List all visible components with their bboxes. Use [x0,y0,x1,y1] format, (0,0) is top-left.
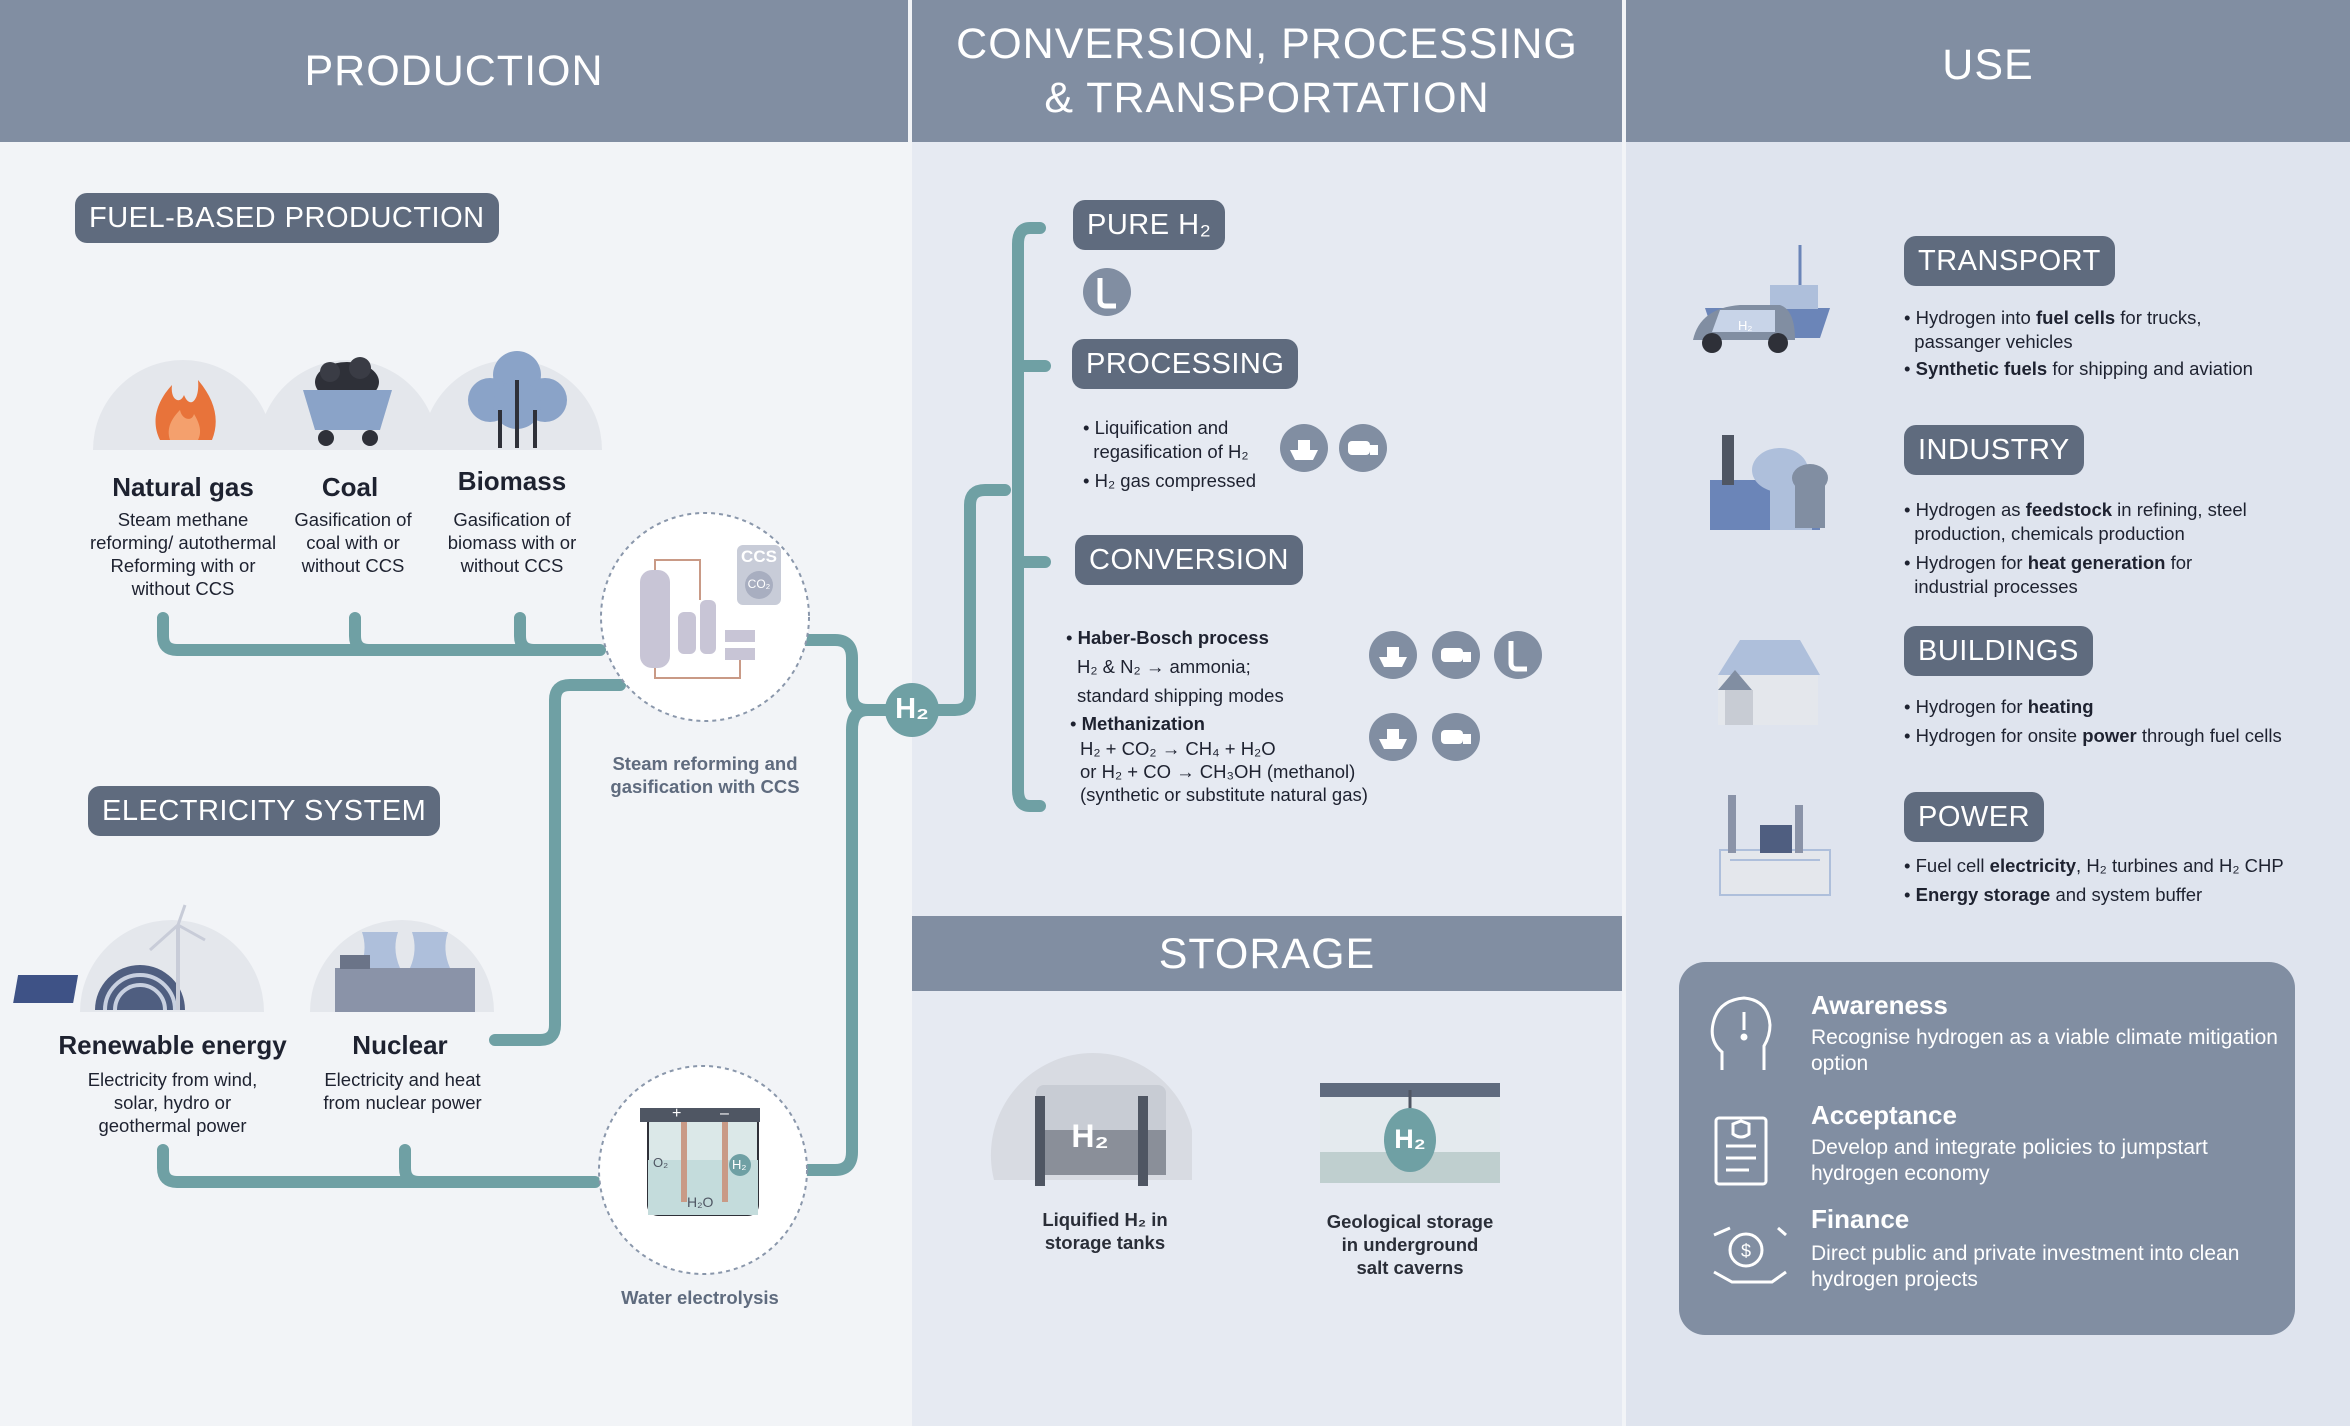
hub-label: H₂ [895,693,929,725]
steam-reforming-caption: Steam reforming and gasification with CC… [610,753,800,797]
pipe-icon [1083,268,1131,316]
electrolysis-icon [640,1108,760,1216]
methanization-line-2: or H₂ + CO → CH₃OH (methanol) [1080,761,1356,782]
storage-header: STORAGE [912,916,1622,991]
minus-label: – [720,1105,729,1122]
nuclear-desc: Electricity and heat from nuclear power [323,1069,482,1113]
natural-gas-desc: Steam methane reforming/ autothermal Ref… [89,509,277,599]
pipes [157,222,1051,1188]
industry-pill: INDUSTRY [1904,425,2084,475]
power-pill: POWER [1904,792,2045,842]
buildings-icon [1718,640,1820,725]
power-plant-icon [1719,795,1831,896]
car-h2-label: H₂ [1738,318,1753,333]
industry-bullet-1: • Hydrogen as feedstock in refining, ste… [1904,499,2247,544]
o2-label: O₂ [653,1155,669,1170]
finance-desc: Direct public and private investment int… [1811,1242,2240,1291]
finance-title: Finance [1811,1204,1910,1234]
transport-pill: TRANSPORT [1904,236,2115,286]
pipe-icon [1494,631,1542,679]
nuclear-title: Nuclear [352,1030,448,1060]
electrolysis-caption: Water electrolysis [621,1287,779,1308]
biomass-desc: Gasification of biomass with or without … [447,509,577,576]
haber-bosch-line-2: standard shipping modes [1077,685,1284,706]
co2-label: CO₂ [747,577,771,591]
plus-label: + [672,1105,682,1122]
hub-circle [885,683,939,737]
acceptance-title: Acceptance [1811,1100,1957,1130]
tank-h2-label: H₂ [1071,1118,1109,1154]
haber-bosch-bullet: • Haber-Bosch process [1066,627,1269,648]
use-header: USE [1626,0,2350,142]
transport-bullet-1: • Hydrogen into fuel cells for trucks, p… [1904,307,2202,352]
industry-bullet-2: • Hydrogen for heat generation for indus… [1904,552,2193,597]
nuclear-plant-icon [335,932,475,1012]
renewable-desc: Electricity from wind, solar, hydro or g… [87,1069,258,1136]
wind-solar-icon [13,904,206,1011]
awareness-title: Awareness [1811,990,1948,1020]
coal-title: Coal [321,472,379,502]
buildings-bullet-2: • Hydrogen for onsite power through fuel… [1904,725,2282,746]
transport-bullet-2: • Synthetic fuels for shipping and aviat… [1904,358,2253,379]
power-bullet-1: • Fuel cell electricity, H₂ turbines and… [1904,855,2284,876]
conversion-header: CONVERSION, PROCESSING& TRANSPORTATION [912,0,1622,142]
buildings-bullet-1: • Hydrogen for heating [1904,696,2094,717]
cavern-h2-label: H₂ [1394,1124,1426,1154]
fuel-based-production-pill: FUEL-BASED PRODUCTION [75,193,499,243]
processing-bullet-2: • H₂ gas compressed [1083,470,1257,491]
flame-icon [155,380,216,440]
buildings-pill: BUILDINGS [1904,626,2093,676]
methanization-line-3: (synthetic or substitute natural gas) [1080,784,1368,805]
electricity-system-pill: ELECTRICITY SYSTEM [88,786,441,836]
renewable-title: Renewable energy [58,1030,287,1060]
ccs-label: CCS [741,547,777,566]
transport-icon [1693,245,1830,353]
acceptance-desc: Develop and integrate policies to jumpst… [1811,1136,2208,1185]
methanization-bullet: • Methanization [1070,713,1205,734]
biomass-title: Biomass [457,466,567,496]
coal-desc: Gasification of coal with or without CCS [294,509,412,576]
production-header: PRODUCTION [0,0,908,142]
processing-bullet-1: • Liquification and regasification of H₂ [1083,417,1249,462]
industry-icon [1710,435,1828,530]
salt-cavern-icon [1320,1083,1500,1183]
conversion-pill: CONVERSION [1075,535,1303,585]
processing-pill: PROCESSING [1072,339,1299,389]
conversion-column [912,0,1622,1426]
h2o-label: H₂O [687,1194,714,1210]
h2-label: H₂ [732,1157,747,1172]
power-bullet-2: • Energy storage and system buffer [1904,884,2203,905]
pure-h2-pill: PURE H₂ [1073,200,1226,250]
reformer-icon [640,545,781,679]
methanization-line-1: H₂ + CO₂ → CH₄ + H₂O [1080,738,1276,759]
natural-gas-title: Natural gas [112,472,254,502]
haber-bosch-line-1: H₂ & N₂ → ammonia; [1077,656,1251,677]
tree-icon [468,351,567,448]
storage-tank-icon [1035,1085,1166,1186]
coal-cart-icon [303,357,392,446]
awareness-desc: Recognise hydrogen as a viable climate m… [1811,1026,2278,1075]
